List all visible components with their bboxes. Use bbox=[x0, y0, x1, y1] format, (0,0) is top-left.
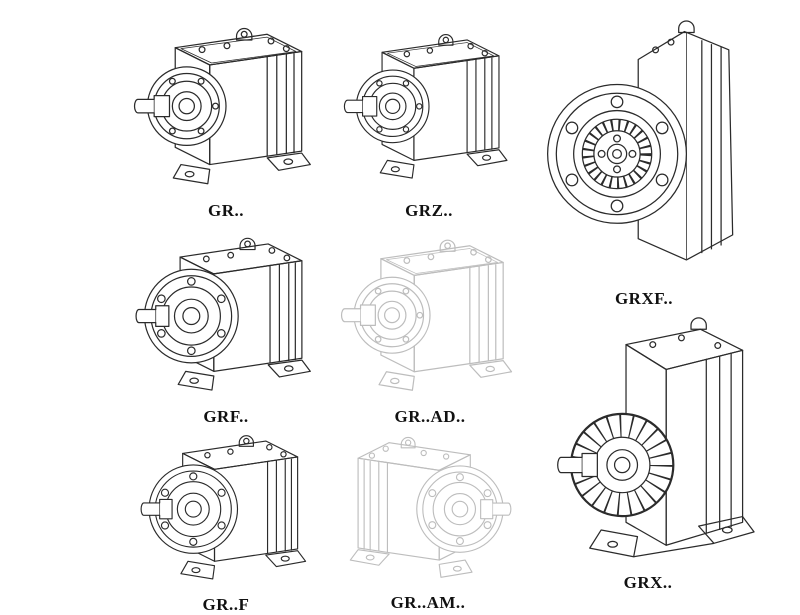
model-label-grz: GRZ.. bbox=[405, 201, 453, 220]
model-label-grf-foot: GR..F bbox=[202, 595, 250, 614]
gearbox-figure-ad: GR..AD.. bbox=[332, 230, 528, 427]
model-label-am: GR..AM.. bbox=[390, 593, 466, 612]
gearbox-figure-grz: GRZ.. bbox=[336, 18, 522, 221]
gr-f-line-drawing bbox=[122, 426, 330, 594]
gearbox-figure-grf-foot: GR..F bbox=[122, 426, 330, 615]
model-label-grxf: GRXF.. bbox=[614, 289, 674, 308]
model-label-gr: GR.. bbox=[208, 201, 244, 220]
gr-am-line-drawing bbox=[332, 428, 524, 592]
model-label-ad: GR..AD.. bbox=[394, 407, 466, 426]
gearbox-figure-grf: GRF.. bbox=[122, 228, 330, 427]
gr-line-drawing bbox=[122, 18, 330, 200]
gearbox-figure-am: GR..AM.. bbox=[332, 428, 524, 613]
gearbox-figure-grx: GRX.. bbox=[536, 314, 760, 593]
gearbox-figure-gr: GR.. bbox=[122, 18, 330, 221]
grx-line-drawing bbox=[536, 314, 760, 572]
model-label-grx: GRX.. bbox=[623, 573, 673, 592]
grz-line-drawing bbox=[336, 18, 522, 200]
grf-line-drawing bbox=[122, 228, 330, 406]
gearbox-figure-grxf: GRXF.. bbox=[538, 16, 750, 309]
model-label-grf: GRF.. bbox=[203, 407, 249, 426]
gr-ad-line-drawing bbox=[332, 230, 528, 406]
grxf-line-drawing bbox=[538, 16, 750, 288]
